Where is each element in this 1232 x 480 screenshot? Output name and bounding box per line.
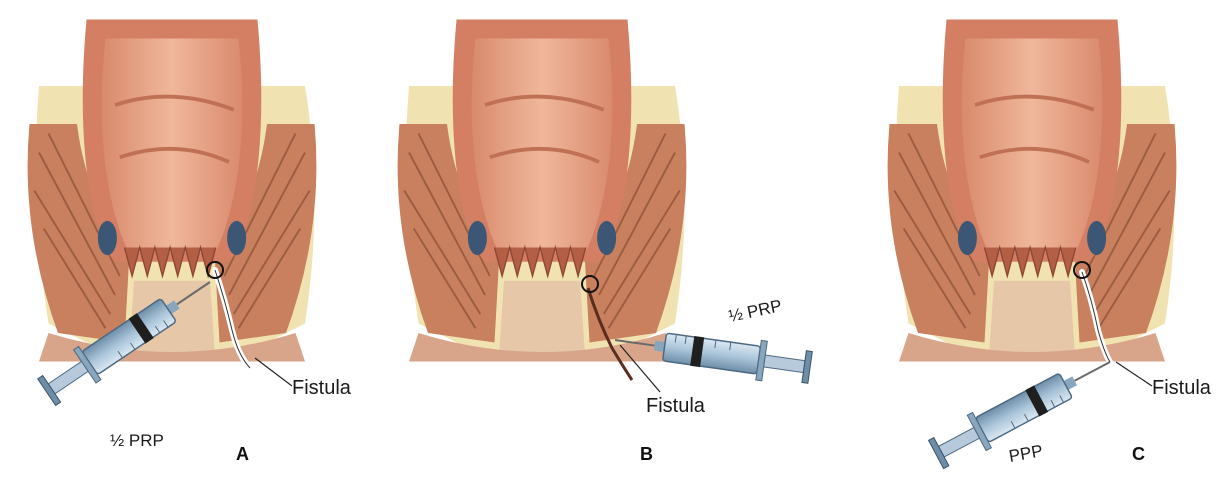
anatomy-b bbox=[398, 20, 687, 362]
fistula-pointer-a bbox=[255, 358, 292, 386]
syringe-label-a: ½ PRP bbox=[110, 431, 164, 450]
syringe-label-c: PPP bbox=[1007, 441, 1044, 466]
panel-a: Fistula ½ PRP A bbox=[28, 20, 352, 465]
fistula-label-c: Fistula bbox=[1152, 377, 1212, 399]
panel-c: Fistula PPP C bbox=[888, 20, 1212, 473]
syringe-label-b: ½ PRP bbox=[727, 296, 784, 326]
panel-letter-a: A bbox=[236, 444, 249, 464]
anatomy-c bbox=[888, 20, 1177, 362]
fistula-label-b: Fistula bbox=[646, 395, 706, 417]
panel-letter-b: B bbox=[640, 444, 653, 464]
panel-letter-c: C bbox=[1132, 444, 1145, 464]
fistula-pointer-c bbox=[1116, 362, 1152, 386]
fistula-label-a: Fistula bbox=[292, 377, 352, 399]
panel-b: Fistula ½ PRP B bbox=[398, 20, 813, 465]
